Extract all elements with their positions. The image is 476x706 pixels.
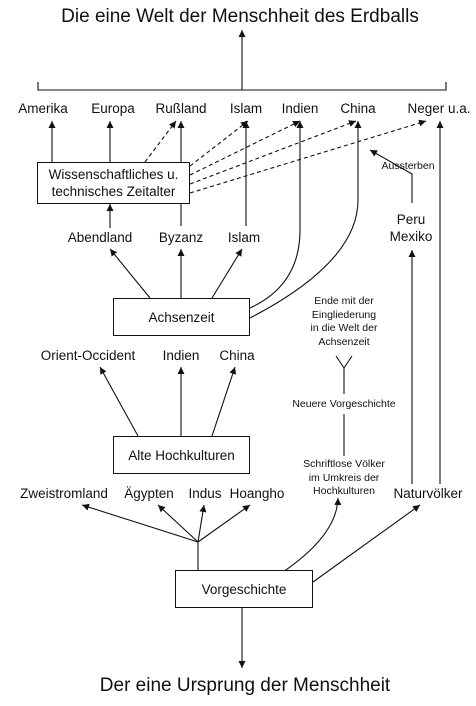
dashed-wiss-islam bbox=[189, 120, 249, 167]
label-abendland: Abendland bbox=[67, 230, 133, 245]
label-hoangho: Hoangho bbox=[229, 486, 285, 501]
box-wissenschaft: Wissenschaftliches u. technisches Zeital… bbox=[37, 162, 190, 204]
note-schriftlose: Schriftlose Völker im Umkreis der Hochku… bbox=[303, 458, 385, 497]
dashed-wiss-russland bbox=[144, 120, 177, 163]
arrow-achsenzeit-indien bbox=[249, 121, 304, 309]
arrow-hochkultur-orient bbox=[99, 366, 139, 437]
arrow-vg-indus bbox=[197, 504, 207, 543]
top-brace bbox=[37, 82, 447, 91]
label-europa: Europa bbox=[91, 101, 135, 116]
label-peru: Peru bbox=[396, 212, 426, 227]
arrow-achsenzeit-abendland bbox=[109, 248, 151, 299]
top-title: Die eine Welt der Menschheit des Erdball… bbox=[61, 6, 419, 27]
label-china-top: China bbox=[340, 101, 376, 116]
label-byzanz: Byzanz bbox=[158, 230, 204, 245]
bottom-title: Der eine Ursprung der Menschheit bbox=[99, 675, 391, 696]
y-left bbox=[335, 355, 345, 369]
label-islam-mid: Islam bbox=[227, 230, 261, 245]
label-indien-mid: Indien bbox=[162, 348, 200, 363]
note-ende: Ende mit der Eingliederung in die Welt d… bbox=[310, 295, 378, 348]
label-indien-top: Indien bbox=[281, 101, 319, 116]
label-russland: Rußland bbox=[155, 101, 207, 116]
y-right bbox=[343, 355, 353, 369]
box-wissenschaft-line2: technisches Zeitalter bbox=[51, 184, 176, 199]
box-hochkulturen: Alte Hochkulturen bbox=[113, 436, 250, 474]
label-neuere-vorgeschichte: Neuere Vorgeschichte bbox=[292, 398, 396, 410]
arrow-achsenzeit-china bbox=[249, 121, 362, 319]
arrow-achsenzeit-islam bbox=[211, 248, 243, 299]
arrow-vg-zweistromland bbox=[81, 503, 199, 543]
dashed-wiss-neger bbox=[189, 119, 427, 194]
arrow-vg-aegypten bbox=[157, 504, 199, 543]
label-aegypten: Ägypten bbox=[124, 486, 174, 501]
box-vorgeschichte: Vorgeschichte bbox=[175, 570, 313, 608]
arrow-vg-hoangho bbox=[197, 504, 251, 543]
label-zweistromland: Zweistromland bbox=[20, 486, 108, 501]
label-china-mid: China bbox=[219, 348, 255, 363]
label-orient-occident: Orient-Occident bbox=[40, 348, 136, 363]
arrow-vg-naturvoelker bbox=[312, 504, 421, 583]
arrow-vg-schriftlose bbox=[282, 497, 342, 573]
label-mexiko: Mexiko bbox=[389, 229, 433, 244]
label-indus: Indus bbox=[188, 486, 222, 501]
box-wissenschaft-line1: Wissenschaftliches u. bbox=[48, 167, 179, 182]
dashed-wiss-china bbox=[189, 120, 357, 185]
arrow-hochkultur-china bbox=[211, 366, 237, 437]
arrow-aussterben bbox=[369, 149, 413, 203]
label-naturvoelker: Naturvölker bbox=[393, 486, 463, 501]
label-islam-top: Islam bbox=[229, 101, 263, 116]
box-achsenzeit: Achsenzeit bbox=[113, 298, 250, 336]
label-aussterben: Aussterben bbox=[381, 160, 435, 172]
label-neger: Neger u.a. bbox=[407, 101, 471, 116]
label-amerika: Amerika bbox=[18, 101, 68, 116]
